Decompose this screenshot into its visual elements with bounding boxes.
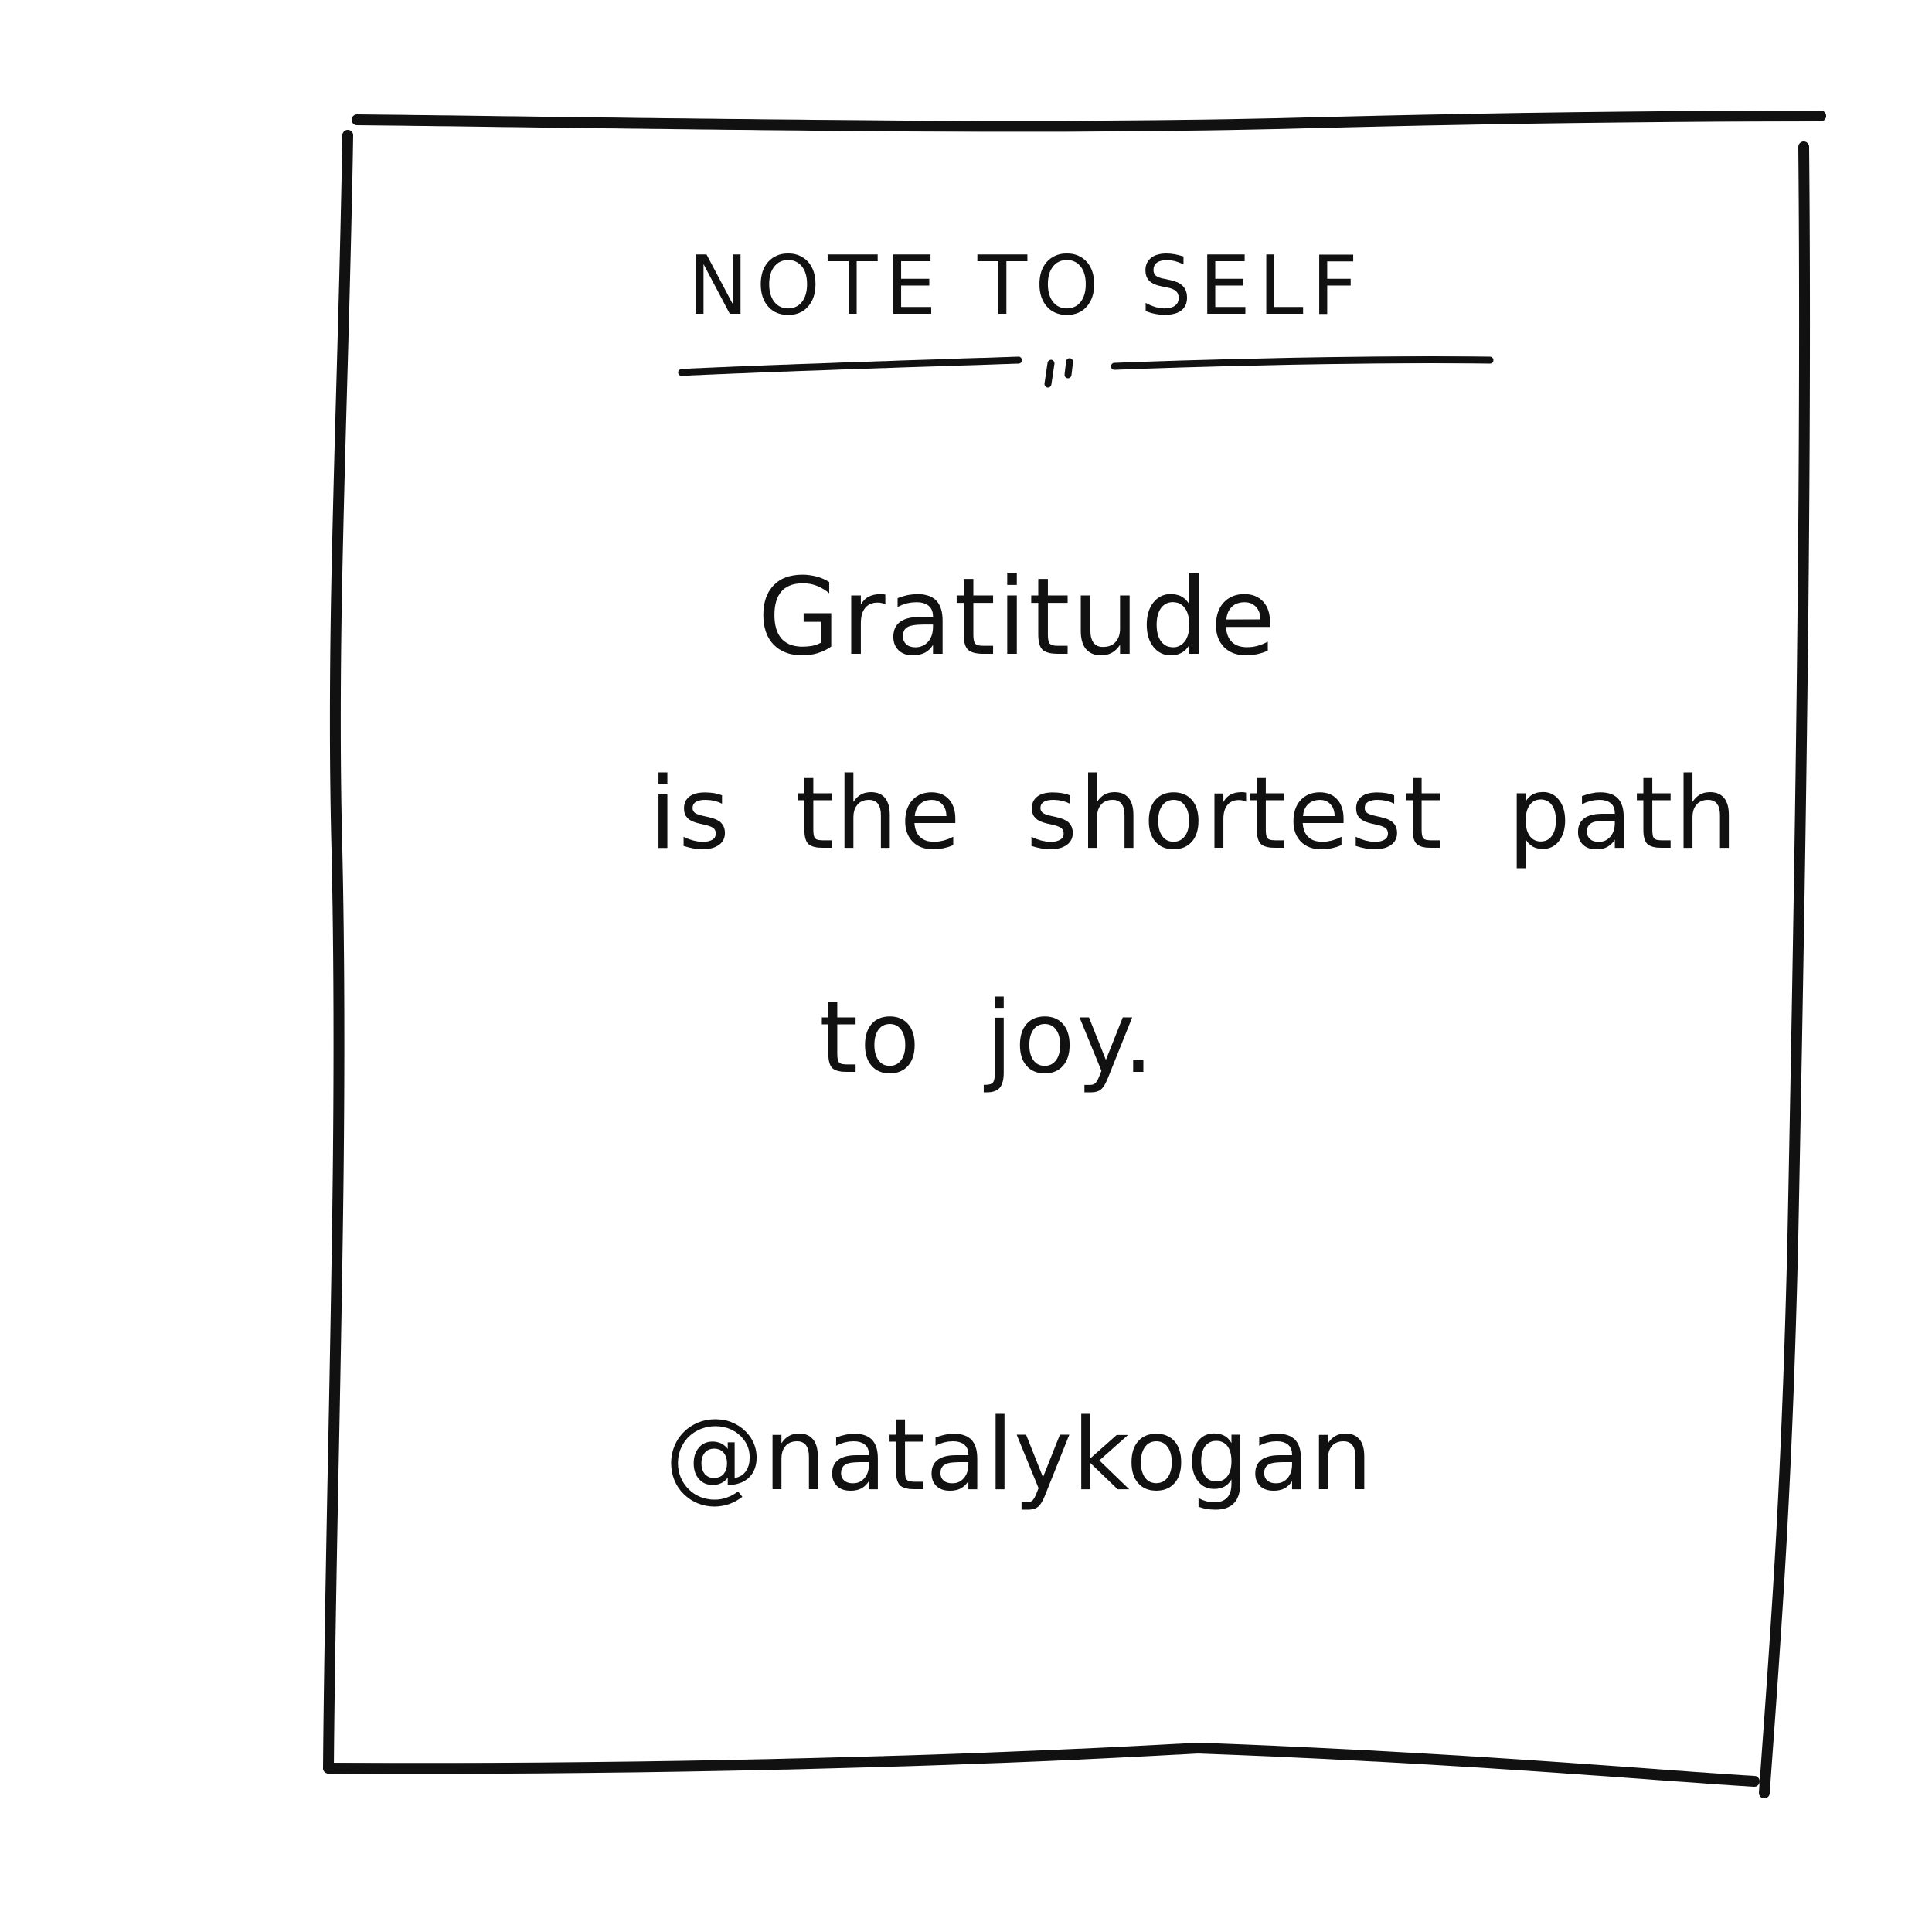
frame-top-edge [352, 111, 1826, 132]
quote-line-2: is the shortest path [649, 757, 1739, 872]
frame-left-edge [323, 130, 353, 1774]
heading-underline-left [678, 356, 1022, 376]
heading-underline-tick-1 [1044, 359, 1055, 388]
frame-right-edge [1759, 141, 1811, 1798]
heading-underline-tick-2 [1064, 358, 1073, 379]
note-heading: NOTE TO SELF [688, 239, 1366, 333]
quote-line-1: Gratitude [757, 555, 1277, 679]
frame-bottom-edge [323, 1743, 1760, 1787]
signature-handle: @natalykogan [665, 1398, 1373, 1513]
quote-line-3: to joy. [819, 981, 1156, 1096]
heading-underline-right [1111, 355, 1494, 370]
